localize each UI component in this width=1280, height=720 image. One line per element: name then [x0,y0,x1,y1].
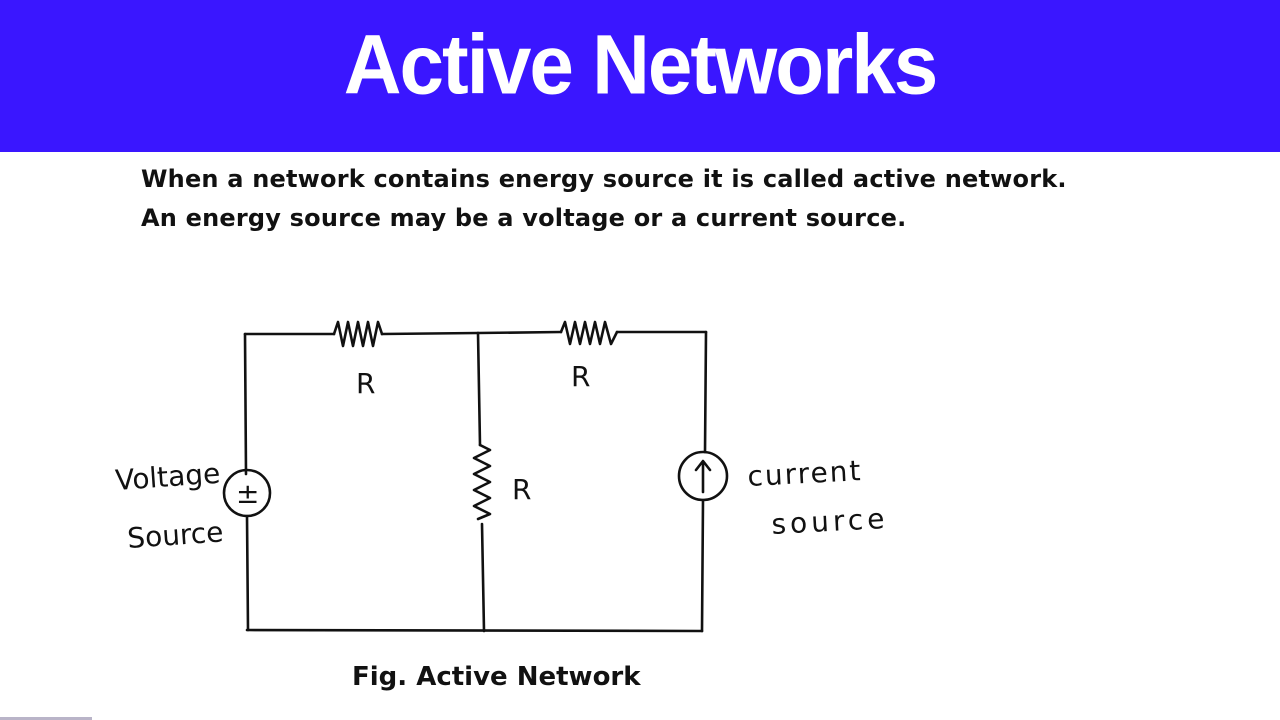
wire-middle-lower [480,522,486,633]
wire-top-mid-left [380,331,480,336]
wire-left-lower [245,514,250,632]
voltage-source-label-1: Voltage [114,457,221,497]
resistor-top-left [332,320,384,348]
voltage-source-label-2: Source [126,515,224,555]
current-arrow-icon [694,459,712,494]
description: When a network contains energy source it… [141,160,1067,238]
wire-right-lower [700,498,705,633]
page-title: Active Networks [343,17,938,112]
resistor-middle-label: R [512,473,531,506]
resistor-top-right-label: R [571,360,590,393]
resistor-middle [472,443,492,521]
current-source-label-2: source [771,502,890,541]
title-banner: Active Networks [0,0,1280,152]
voltage-source-symbol: ± [236,477,259,510]
wire-left-upper [243,332,248,476]
wire-middle-upper [476,331,482,447]
wire-bottom [245,628,704,633]
description-line-1: When a network contains energy source it… [141,165,1067,193]
resistor-top-right [559,320,619,346]
wire-top-mid-right [476,330,563,335]
description-line-2: An energy source may be a voltage or a c… [141,204,907,232]
figure-caption: Fig. Active Network [352,662,641,692]
resistor-top-left-label: R [356,367,375,400]
current-source-label-1: current [747,454,864,493]
progress-strip [0,717,92,720]
wire-right-upper [703,330,708,454]
